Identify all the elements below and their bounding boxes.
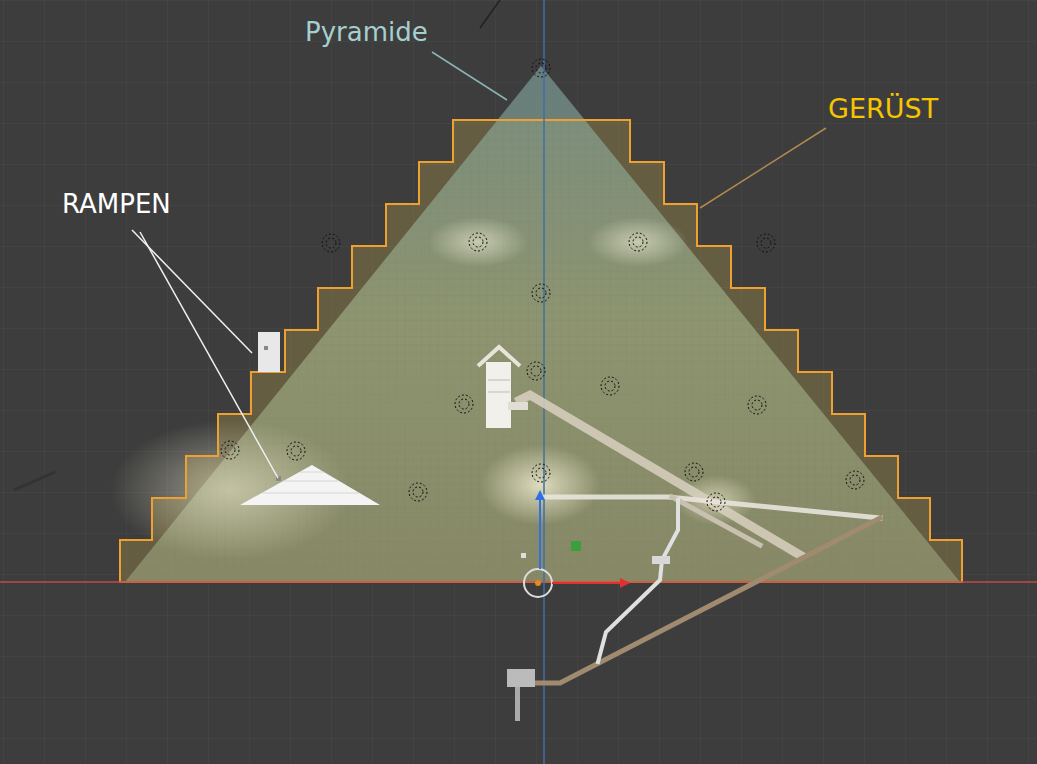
- origin-gizmo: [521, 490, 630, 597]
- scaffold-label: GERÜST: [828, 95, 938, 122]
- scaffold-outline: [120, 120, 962, 582]
- pyramid-grid: [125, 66, 960, 582]
- ramp-models: [240, 332, 380, 505]
- ramps-label: RAMPEN: [62, 191, 171, 217]
- leader-lines: [132, 52, 826, 478]
- light-markers: [221, 59, 864, 511]
- pyramid-body: [125, 66, 960, 582]
- z-axis: [543, 0, 545, 764]
- passages: [507, 395, 880, 721]
- pyramid-label: Pyramide: [305, 19, 428, 45]
- stray-line: [14, 472, 55, 490]
- chamber-tower: [478, 347, 528, 428]
- stray-line: [480, 0, 500, 28]
- x-axis: [0, 581, 1037, 583]
- light-glows: [110, 217, 756, 560]
